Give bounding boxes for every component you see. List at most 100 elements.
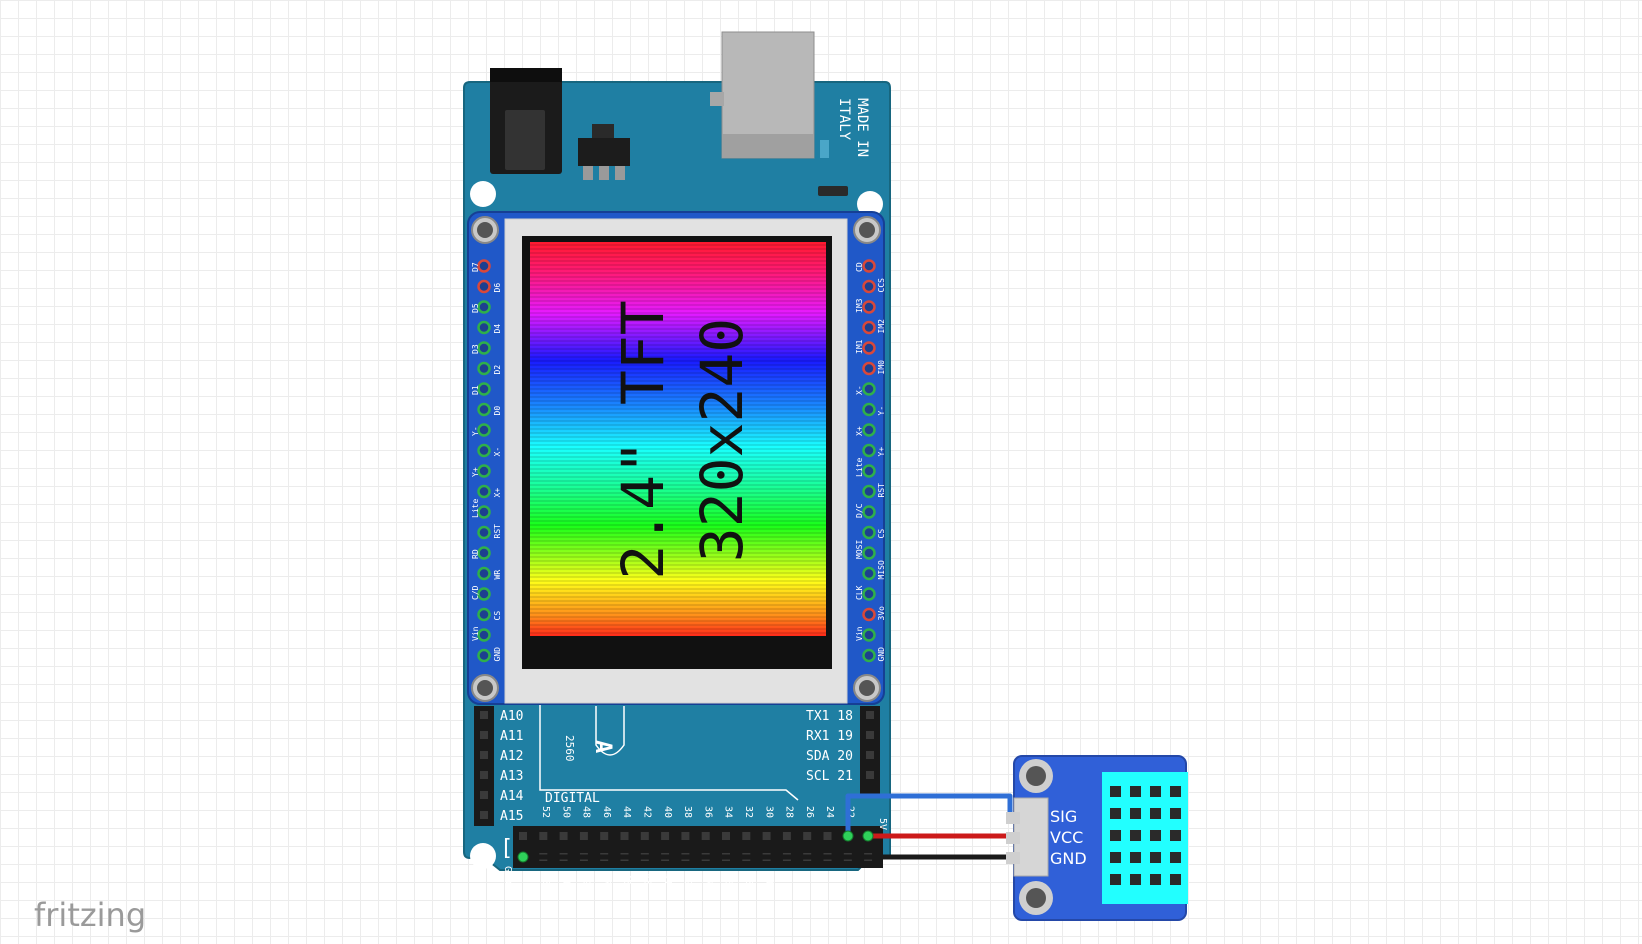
smd-component xyxy=(820,140,829,158)
grille-hole xyxy=(1170,852,1181,863)
header-pin[interactable] xyxy=(866,731,874,739)
header-pin[interactable] xyxy=(519,832,527,840)
tft-pin[interactable] xyxy=(862,382,876,396)
digital-header xyxy=(513,826,883,868)
tft-pin[interactable] xyxy=(477,382,491,396)
signal-wire[interactable] xyxy=(845,793,1013,836)
tft-pin-label: CS xyxy=(493,611,502,621)
tft-pin[interactable] xyxy=(862,423,876,437)
grille-hole xyxy=(1150,852,1161,863)
tft-pin[interactable] xyxy=(862,566,876,581)
tft-pin[interactable] xyxy=(862,279,876,294)
header-pin[interactable] xyxy=(722,832,730,840)
tft-pin[interactable] xyxy=(477,279,491,294)
tft-pin[interactable] xyxy=(862,341,876,355)
tft-pin[interactable] xyxy=(862,484,876,499)
tft-pin[interactable] xyxy=(477,300,491,314)
header-pin[interactable] xyxy=(620,832,629,840)
tft-pin[interactable] xyxy=(477,464,491,478)
header-pin[interactable] xyxy=(480,771,488,779)
header-pin[interactable] xyxy=(579,832,588,840)
tft-pin-label: RD xyxy=(471,549,480,559)
tft-pin[interactable] xyxy=(862,259,876,273)
sensor-pin-vcc-label: VCC xyxy=(1050,828,1083,847)
tft-pin-label: D5 xyxy=(471,303,480,313)
wire-endpoint xyxy=(842,830,854,842)
tft-shield[interactable]: 2.4" TFT 320x240 D7D6D5D4D3D2D1D0Y-X-Y+X… xyxy=(467,211,886,705)
tft-pin[interactable] xyxy=(477,484,491,499)
tft-pin[interactable] xyxy=(862,525,876,540)
tft-pin[interactable] xyxy=(862,361,876,376)
tft-pin[interactable] xyxy=(862,546,876,560)
digital-pin-label: 28 xyxy=(784,806,795,818)
analog-pin-label: A12 xyxy=(500,749,523,764)
analog-pin-label: A10 xyxy=(500,709,523,724)
tft-pin[interactable] xyxy=(477,546,491,560)
tft-pin-label: D3 xyxy=(471,344,480,354)
digital-pin-label: 30 xyxy=(763,806,774,818)
tft-pin[interactable] xyxy=(862,648,876,663)
header-pin[interactable] xyxy=(480,751,488,759)
tft-pin-label: D6 xyxy=(493,283,502,293)
header-pin[interactable] xyxy=(480,711,488,719)
grille-hole xyxy=(1110,852,1121,863)
tft-pin-label: CCS xyxy=(877,278,886,293)
tft-pin[interactable] xyxy=(477,259,491,273)
header-pin[interactable] xyxy=(803,832,812,840)
grille-hole xyxy=(1130,852,1141,863)
tft-pin[interactable] xyxy=(862,300,876,314)
tft-pin[interactable] xyxy=(862,320,876,335)
header-pin[interactable] xyxy=(480,791,488,799)
tft-pin[interactable] xyxy=(862,505,876,519)
header-pin[interactable] xyxy=(742,832,751,840)
tft-pin[interactable] xyxy=(477,648,491,663)
header-pin[interactable] xyxy=(866,751,874,759)
tft-pin[interactable] xyxy=(477,587,491,601)
dht-sensor-module[interactable]: SIG VCC GND xyxy=(1006,755,1188,921)
tft-pin-label: D0 xyxy=(493,406,502,416)
header-pin[interactable] xyxy=(866,771,874,779)
tft-pin-label: GND xyxy=(877,647,886,662)
tft-pin[interactable] xyxy=(477,505,491,519)
tft-pin[interactable] xyxy=(862,607,876,622)
header-pin[interactable] xyxy=(762,832,771,840)
tft-pin[interactable] xyxy=(862,443,876,458)
tft-pin-label: C/D xyxy=(471,585,480,600)
header-pin[interactable] xyxy=(480,731,488,739)
tft-pin[interactable] xyxy=(862,402,876,417)
tft-pin-label: Vin xyxy=(471,626,480,641)
header-pin[interactable] xyxy=(640,832,649,840)
header-pin[interactable] xyxy=(782,832,791,840)
tft-pin[interactable] xyxy=(477,320,491,335)
header-pin[interactable] xyxy=(866,711,874,719)
tft-pin[interactable] xyxy=(862,464,876,478)
header-pin[interactable] xyxy=(701,832,710,840)
header-pin[interactable] xyxy=(681,832,690,840)
digital-pin-label: 47 xyxy=(601,873,612,885)
tft-pin[interactable] xyxy=(477,607,491,622)
tft-pin[interactable] xyxy=(862,587,876,601)
tft-pin[interactable] xyxy=(477,402,491,417)
tft-pin[interactable] xyxy=(477,525,491,540)
silkscreen-logo xyxy=(595,706,625,756)
header-pin[interactable] xyxy=(559,832,568,840)
header-pin[interactable] xyxy=(600,832,609,840)
smd-component xyxy=(818,186,848,196)
analog-pin-label: A14 xyxy=(500,789,524,804)
tft-pin-label: CD xyxy=(855,262,864,272)
header-pin[interactable] xyxy=(661,832,670,840)
header-pin[interactable] xyxy=(823,832,832,840)
tft-pin[interactable] xyxy=(477,443,491,458)
tft-pin[interactable] xyxy=(477,628,491,642)
tft-pin[interactable] xyxy=(477,423,491,437)
sensor-pin-sig-label: SIG xyxy=(1050,807,1077,826)
tft-pin[interactable] xyxy=(477,341,491,355)
tft-pin[interactable] xyxy=(477,566,491,581)
tft-pin[interactable] xyxy=(477,361,491,376)
tft-pin-label: D2 xyxy=(493,365,502,375)
tft-pin[interactable] xyxy=(862,628,876,642)
silkscreen-outline xyxy=(539,705,799,801)
header-pin[interactable] xyxy=(539,832,548,840)
header-pin[interactable] xyxy=(480,811,488,819)
